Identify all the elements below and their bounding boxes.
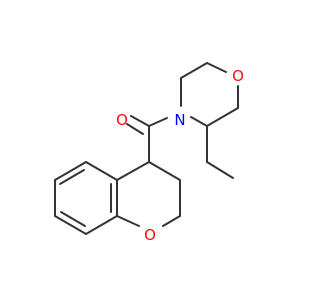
bond-c8-c8a: [85, 215, 118, 235]
bond-c7-c8: [54, 215, 87, 235]
atom-label-group: O N O O: [116, 67, 244, 244]
bond-c5-c6: [54, 161, 87, 181]
bond-morph-c-o: [206, 62, 227, 73]
bond-arom-inner-2: [59, 169, 85, 185]
bond-c3-n: [190, 116, 208, 127]
atom-chromane-oxygen: O: [144, 226, 156, 244]
bond-c2-o: [162, 215, 181, 227]
bond-c4a-c5: [85, 161, 118, 181]
bond-carbonyl-double-1: [130, 115, 150, 127]
bond-carbonyl-double-2: [126, 123, 144, 135]
bond-carbonyl-n: [148, 117, 168, 127]
bond-arom-inner-3: [60, 211, 86, 227]
bond-group: [54, 62, 239, 235]
atom-carbonyl-oxygen: O: [116, 111, 128, 129]
structure-svg: O N O O: [54, 62, 244, 244]
bond-c4-c3: [148, 161, 181, 181]
bond-o-c8a: [116, 215, 140, 227]
atom-morpholine-nitrogen: N: [174, 111, 185, 129]
bond-morph-c-c-top: [180, 62, 208, 79]
atom-morpholine-oxygen: O: [232, 67, 244, 85]
bond-ethyl-2: [206, 161, 234, 179]
bond-c4-c4a: [116, 161, 150, 181]
bond-morph-c-c3: [206, 107, 239, 127]
molecule-diagram: O N O O: [54, 62, 244, 244]
